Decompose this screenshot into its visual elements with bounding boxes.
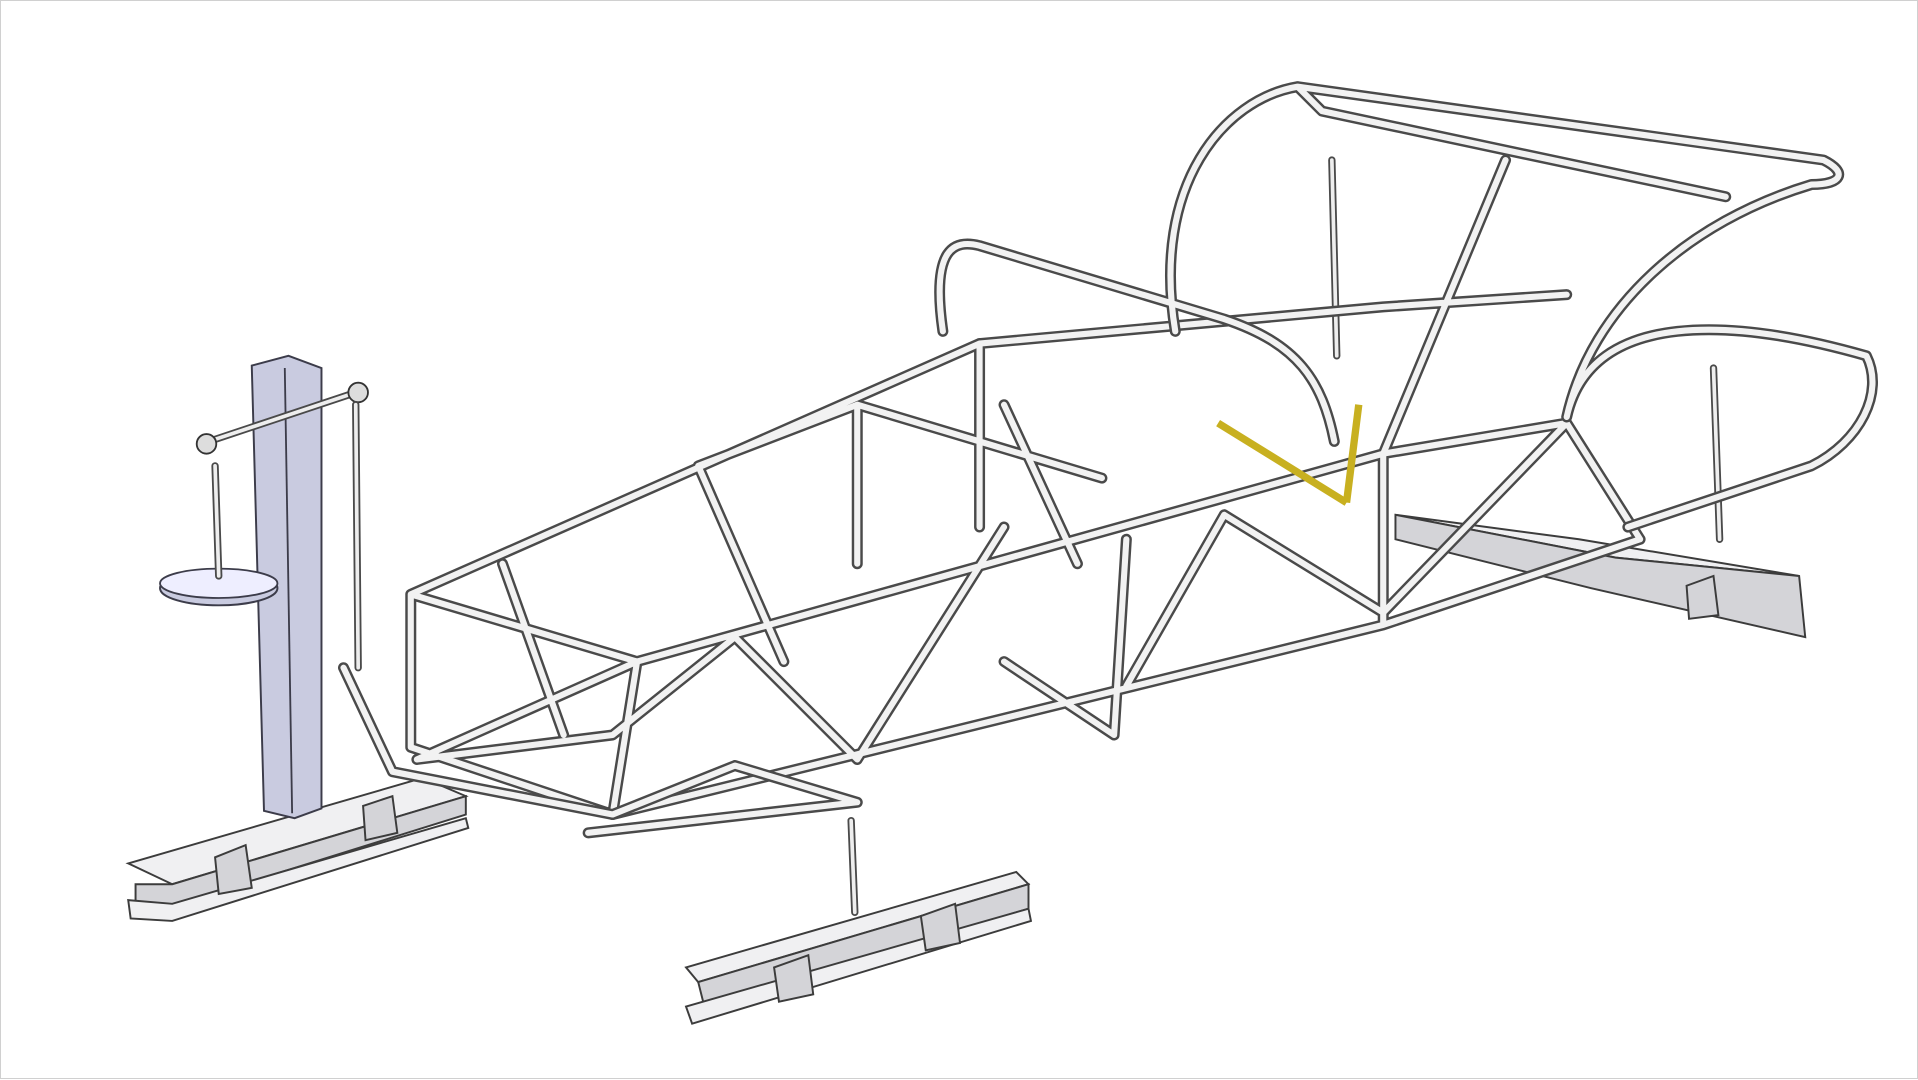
front-right-beam	[684, 870, 1033, 1025]
front-left-beam	[125, 776, 470, 922]
rear-beam	[1394, 513, 1807, 639]
front-stand	[159, 354, 369, 820]
rear-damper	[847, 156, 1724, 917]
spaceframe	[337, 81, 1878, 839]
